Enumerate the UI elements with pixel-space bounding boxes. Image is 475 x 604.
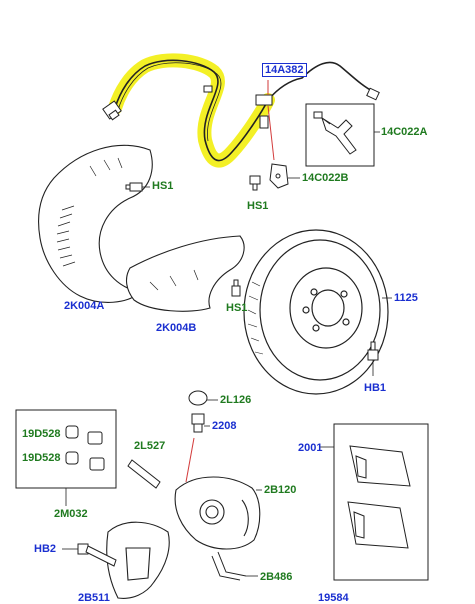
bolt-hs1-top	[249, 175, 261, 191]
callout-1125: 1125	[394, 292, 418, 304]
brake-disc	[243, 229, 389, 395]
brake-caliper	[174, 476, 261, 550]
callout-2M032: 2M032	[54, 508, 88, 520]
callout-19584: 19584	[318, 592, 349, 604]
brake-pads	[347, 445, 411, 549]
pad-clip	[211, 551, 247, 581]
callout-19D528-b: 19D528	[22, 452, 61, 464]
wire-end-plug	[366, 87, 380, 101]
callout-hs1-top: HS1	[247, 200, 269, 212]
sensor-connector	[102, 100, 122, 121]
callout-2B120: 2B120	[264, 484, 297, 496]
callout-2L527: 2L527	[134, 440, 166, 452]
callout-2L126: 2L126	[220, 394, 252, 406]
callout-hb1: HB1	[364, 382, 387, 394]
callout-2B511: 2B511	[78, 592, 110, 604]
callout-2K004B: 2K004B	[156, 322, 197, 334]
wire-grommet	[255, 94, 273, 106]
callout-14A382: 14A382	[262, 63, 307, 77]
bushings	[65, 425, 105, 471]
caliper-carrier	[106, 521, 170, 599]
bleed-cap	[188, 390, 208, 406]
callout-19D528-a: 19D528	[22, 428, 61, 440]
callout-hs1-mid: HS1	[226, 302, 248, 314]
callout-2208: 2208	[212, 420, 237, 432]
callout-hs1-left: HS1	[152, 180, 174, 192]
bushing-kit-box	[15, 409, 117, 489]
callout-hb2: HB2	[34, 543, 57, 555]
bracket-part	[313, 111, 357, 155]
bleed-screw	[191, 413, 205, 433]
bolt-hs1-mid	[231, 279, 241, 297]
callout-2B486: 2B486	[260, 571, 293, 583]
callout-14C022A: 14C022A	[381, 126, 428, 138]
sensor-wire	[114, 59, 375, 162]
callout-2K004A: 2K004A	[64, 300, 105, 312]
splash-shield-b	[125, 235, 245, 312]
callout-2001: 2001	[298, 442, 323, 454]
splash-shield-a	[37, 144, 153, 303]
callout-14C022B: 14C022B	[302, 172, 349, 184]
bracket-small	[269, 163, 289, 189]
guide-pin	[127, 459, 161, 489]
